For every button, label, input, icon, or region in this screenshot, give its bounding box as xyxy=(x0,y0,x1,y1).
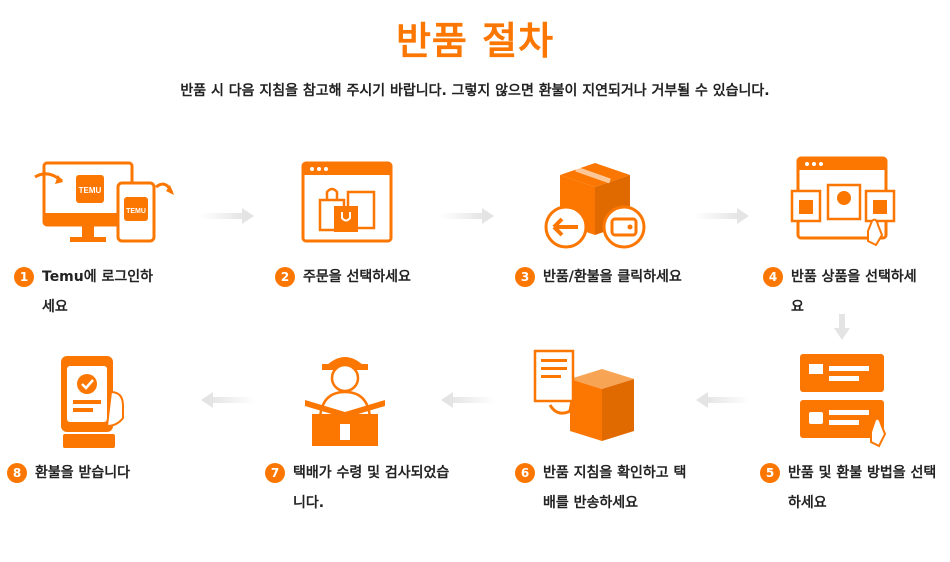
step-1-label: 1 Temu에 로그인하세요 xyxy=(14,262,164,322)
courier-inspection-icon xyxy=(305,357,385,446)
step-text: 반품/환불을 클릭하세요 xyxy=(543,269,682,285)
arrow-right-icon xyxy=(200,208,254,224)
step-4-label: 4 반품 상품을 선택하세요 xyxy=(763,262,928,322)
payment-cards-icon xyxy=(800,354,887,448)
step-text: 반품 및 환불 방법을 선택하세요 xyxy=(788,465,937,511)
step-text: 반품 지침을 확인하고 택배를 반송하세요 xyxy=(543,465,687,511)
page-title: 반품 절차 xyxy=(395,19,555,63)
temu-logo-text: TEMU xyxy=(79,186,102,195)
step-text: 택배가 수령 및 검사되었습니다. xyxy=(293,465,450,511)
step-6-label: 6 반품 지침을 확인하고 택배를 반송하세요 xyxy=(515,458,695,518)
step-number: 6 xyxy=(515,463,535,483)
page-subtitle: 반품 시 다음 지침을 참고해 주시기 바랍니다. 그렇지 않으면 환불이 지연… xyxy=(180,83,770,99)
arrow-right-icon xyxy=(440,208,494,224)
select-items-window-icon xyxy=(790,156,896,247)
return-box-icon xyxy=(544,163,646,249)
arrow-left-icon xyxy=(441,392,495,408)
arrow-right-icon xyxy=(695,208,749,224)
step-text: 환불을 받습니다 xyxy=(35,465,131,481)
step-number: 5 xyxy=(760,463,780,483)
step-number: 3 xyxy=(515,267,535,287)
refund-phone-icon xyxy=(61,356,124,448)
step-number: 2 xyxy=(275,267,295,287)
step-text: 주문을 선택하세요 xyxy=(303,269,411,285)
arrow-left-icon xyxy=(201,392,255,408)
step-8-label: 8 환불을 받습니다 xyxy=(7,458,177,488)
computer-phone-icon: TEMU TEMU xyxy=(34,161,174,243)
arrow-down-icon xyxy=(834,314,850,340)
step-text: Temu에 로그인하세요 xyxy=(42,269,154,315)
step-number: 1 xyxy=(14,267,34,287)
package-document-icon xyxy=(533,349,634,441)
step-7-label: 7 택배가 수령 및 검사되었습니다. xyxy=(265,458,450,518)
temu-logo-text: TEMU xyxy=(126,208,146,215)
step-3-label: 3 반품/환불을 클릭하세요 xyxy=(515,262,715,292)
step-text: 반품 상품을 선택하세요 xyxy=(791,269,917,315)
step-5-label: 5 반품 및 환불 방법을 선택하세요 xyxy=(760,458,940,518)
arrow-left-icon xyxy=(696,392,750,408)
step-number: 7 xyxy=(265,463,285,483)
step-number: 4 xyxy=(763,267,783,287)
step-2-label: 2 주문을 선택하세요 xyxy=(275,262,445,292)
shopping-bags-window-icon xyxy=(301,161,393,243)
step-number: 8 xyxy=(7,463,27,483)
